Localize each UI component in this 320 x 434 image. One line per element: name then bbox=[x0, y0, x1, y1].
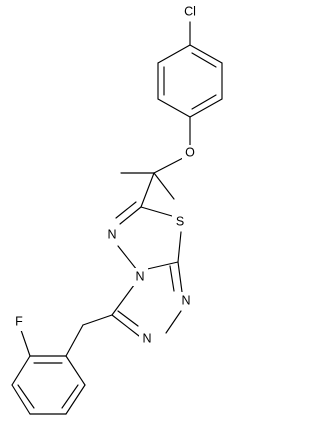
bond-fluorophenyl-double-3 bbox=[17, 384, 35, 409]
bond-thiadiazole-s-c bbox=[177, 231, 182, 263]
bond-fused-carbon-n-double bbox=[169, 265, 175, 292]
bond-fused-carbon-n-single bbox=[177, 261, 183, 293]
thiadiazole-nitrogen-label-background bbox=[104, 226, 120, 244]
triazole-upper-nitrogen-label-background bbox=[178, 292, 194, 310]
triazole-upper-nitrogen-atom-label: N bbox=[181, 293, 190, 307]
bond-fluorophenyl-2 bbox=[65, 384, 86, 415]
bond-thiadiazole-c-n-double bbox=[115, 201, 137, 219]
bond-thiadiazole-n-bridgehead bbox=[117, 245, 138, 271]
bond-bridgehead-fused-carbon bbox=[142, 261, 179, 271]
bond-layer bbox=[11, 21, 223, 415]
bond-chlorophenyl-double-3 bbox=[191, 52, 217, 68]
bond-triazole-methylene bbox=[82, 314, 113, 326]
bond-chlorophenyl-1 bbox=[157, 44, 191, 64]
bond-triazole-n-c-double bbox=[117, 310, 139, 327]
atom-label-layer: Cl O N S N N N F bbox=[12, 4, 198, 348]
bond-thiadiazole-c-n-single bbox=[119, 206, 142, 225]
bridgehead-nitrogen-label-background bbox=[132, 268, 148, 286]
bond-quaternary-carbon-ring bbox=[140, 172, 155, 208]
molecule-diagram: Cl O N S N N N F bbox=[11, 4, 223, 415]
triazole-lower-nitrogen-label-background bbox=[139, 330, 155, 348]
triazole-lower-nitrogen-atom-label: N bbox=[142, 331, 151, 345]
bond-c-f bbox=[20, 329, 31, 357]
bond-chlorophenyl-6 bbox=[189, 44, 223, 64]
bond-chlorophenyl-double-2 bbox=[191, 94, 217, 110]
fluorine-atom-label: F bbox=[15, 314, 23, 328]
bond-methyl-down bbox=[153, 172, 175, 200]
thiadiazole-sulfur-atom-label: S bbox=[176, 214, 184, 228]
bond-chlorophenyl-3 bbox=[157, 98, 191, 118]
bond-oxygen-quaternary-carbon bbox=[153, 157, 184, 174]
bond-fluorophenyl-1 bbox=[65, 355, 86, 386]
bond-fluorophenyl-4 bbox=[11, 384, 31, 415]
bond-triazole-n-n bbox=[165, 310, 182, 334]
bond-bridgehead-triazole-carbon bbox=[111, 280, 138, 316]
sulfur-label-background bbox=[172, 213, 189, 231]
bond-methylene-aryl bbox=[65, 324, 84, 357]
thiadiazole-nitrogen-atom-label: N bbox=[107, 227, 116, 241]
bridgehead-nitrogen-atom-label: N bbox=[135, 269, 144, 283]
bond-fluorophenyl-5 bbox=[11, 355, 31, 386]
oxygen-label-background bbox=[182, 145, 198, 161]
bond-thiadiazole-c-s bbox=[140, 206, 173, 217]
bond-fluorophenyl-double-2 bbox=[61, 384, 79, 409]
fluorine-label-background bbox=[12, 314, 27, 331]
bond-triazole-n-c-single bbox=[111, 314, 140, 337]
chlorine-atom-label: Cl bbox=[184, 4, 196, 18]
ether-oxygen-atom-label: O bbox=[185, 145, 195, 159]
bond-chlorophenyl-4 bbox=[189, 98, 223, 118]
